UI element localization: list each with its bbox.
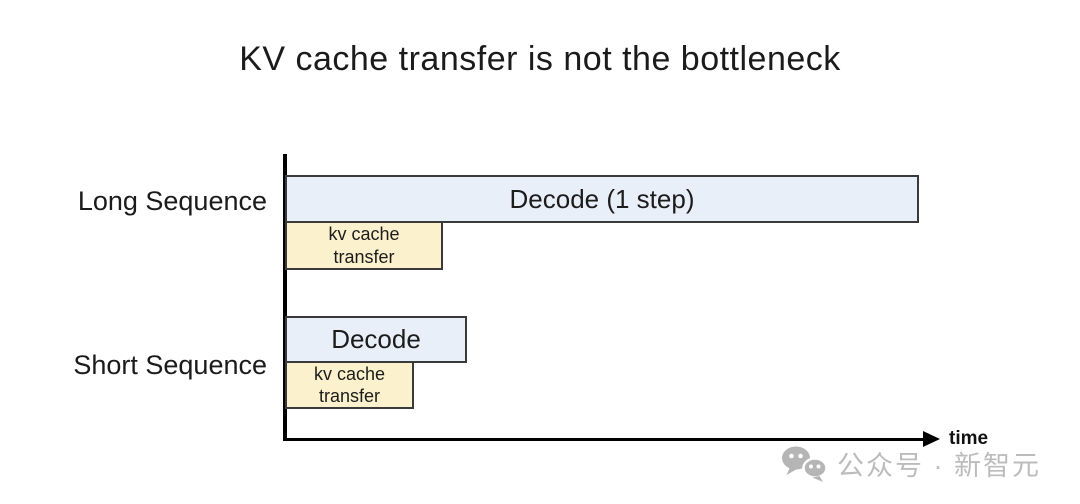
x-axis-label: time — [949, 428, 989, 449]
row-label-long-sequence: Long Sequence — [77, 186, 267, 216]
y-axis-line — [283, 154, 287, 441]
bar-short-decode-label: Decode — [331, 324, 421, 354]
wechat-icon — [782, 446, 828, 482]
watermark-text: 公众号 · 新智元 — [837, 451, 1041, 481]
kv-label-line2: transfer — [318, 386, 381, 406]
kv-label-line1: kv cache — [313, 363, 386, 384]
diagram-title: KV cache transfer is not the bottleneck — [239, 40, 841, 78]
bar-long-decode: Decode (1 step) — [285, 175, 919, 223]
x-axis-line — [283, 438, 925, 441]
bar-short-decode: Decode — [285, 316, 467, 363]
kv-label-line1: kv cache — [328, 224, 400, 244]
kv-label-line2: transfer — [333, 246, 395, 267]
row-label-short-sequence: Short Sequence — [73, 350, 267, 380]
bar-long-decode-label: Decode (1 step) — [509, 183, 695, 214]
bar-long-kv-transfer: kv cache transfer — [285, 221, 443, 270]
x-axis-arrowhead-icon — [923, 431, 940, 447]
watermark: 公众号 · 新智元 — [781, 444, 1041, 483]
bar-short-kv-transfer: kv cache transfer — [285, 361, 414, 409]
